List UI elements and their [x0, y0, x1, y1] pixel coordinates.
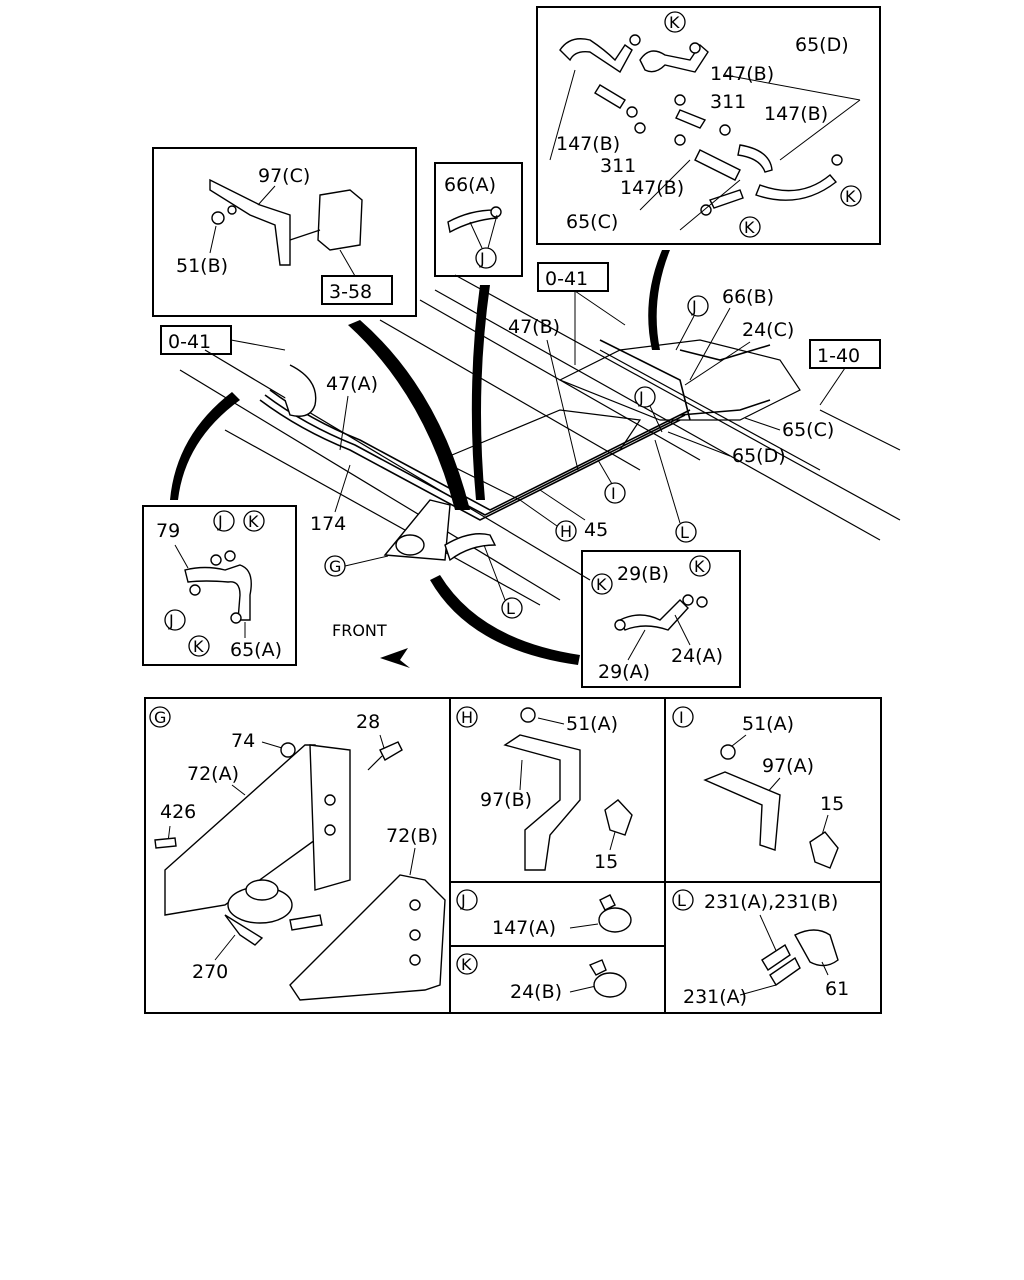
svg-text:147(A): 147(A) — [492, 917, 556, 939]
svg-text:97(A): 97(A) — [762, 755, 814, 777]
svg-text:51(A): 51(A) — [566, 713, 618, 735]
svg-text:J: J — [460, 891, 466, 910]
svg-text:K: K — [669, 13, 680, 32]
svg-text:I: I — [679, 708, 684, 727]
ref-box-3-58[interactable] — [321, 275, 393, 305]
svg-text:0-41: 0-41 — [545, 268, 588, 290]
svg-text:K: K — [193, 637, 204, 656]
svg-text:1-40: 1-40 — [817, 345, 860, 367]
svg-text:24(B): 24(B) — [510, 981, 562, 1003]
svg-text:H: H — [461, 708, 473, 727]
panel-i: I 51(A) 97(A) 15 — [672, 706, 844, 869]
svg-text:L: L — [680, 523, 689, 542]
svg-text:231(A): 231(A) — [683, 986, 747, 1008]
svg-text:15: 15 — [820, 793, 844, 815]
svg-text:K: K — [461, 955, 472, 974]
svg-text:97(B): 97(B) — [480, 789, 532, 811]
svg-text:270: 270 — [192, 961, 228, 983]
main-view-labels: 47(A) 47(B) 66(B) 24(C) 65(C) 65(D) 174 … — [310, 286, 834, 668]
svg-text:147(B): 147(B) — [556, 133, 620, 155]
svg-text:L: L — [506, 599, 515, 618]
fuel-lines — [259, 339, 771, 521]
panel-l: L 231(A),231(B) 61 231(A) — [672, 889, 849, 1008]
panel-h: H 51(A) 97(B) 15 — [456, 706, 633, 873]
inset-bracket-97c: 97(C) 51(B) 3-58 — [152, 147, 417, 317]
filter-bracket-main — [383, 499, 497, 562]
panel-g: G 74 28 72(A) 426 270 72(B) — [149, 706, 446, 1001]
svg-text:97(C): 97(C) — [258, 165, 310, 187]
svg-text:29(A): 29(A) — [598, 661, 650, 683]
svg-text:147(B): 147(B) — [764, 103, 828, 125]
svg-text:47(B): 47(B) — [508, 316, 560, 338]
svg-text:FRONT: FRONT — [332, 621, 387, 640]
detail-panels — [144, 697, 882, 1014]
inset-hose-65a: 79 J K J K 65(A) — [142, 505, 297, 666]
chassis-frame — [179, 274, 901, 606]
svg-text:J: J — [168, 611, 174, 630]
svg-text:51(B): 51(B) — [176, 255, 228, 277]
panel-j: J 147(A) — [456, 889, 632, 939]
svg-text:74: 74 — [231, 730, 255, 752]
svg-text:24(A): 24(A) — [671, 645, 723, 667]
svg-text:231(A),231(B): 231(A),231(B) — [704, 891, 838, 913]
svg-text:H: H — [560, 522, 572, 541]
svg-text:K: K — [845, 187, 856, 206]
svg-text:65(D): 65(D) — [732, 445, 786, 467]
svg-text:K: K — [694, 557, 705, 576]
svg-text:G: G — [329, 557, 341, 576]
svg-text:66(A): 66(A) — [444, 174, 496, 196]
svg-text:72(A): 72(A) — [187, 763, 239, 785]
svg-text:K: K — [744, 218, 755, 237]
svg-text:45: 45 — [584, 519, 608, 541]
svg-text:J: J — [217, 512, 223, 531]
svg-text:15: 15 — [594, 851, 618, 873]
svg-text:66(B): 66(B) — [722, 286, 774, 308]
svg-text:J: J — [479, 249, 485, 268]
svg-text:426: 426 — [160, 801, 196, 823]
svg-text:J: J — [638, 388, 644, 407]
svg-text:K: K — [248, 512, 259, 531]
svg-text:72(B): 72(B) — [386, 825, 438, 847]
svg-text:28: 28 — [356, 711, 380, 733]
svg-text:311: 311 — [710, 91, 746, 113]
svg-text:79: 79 — [156, 520, 180, 542]
svg-text:51(A): 51(A) — [742, 713, 794, 735]
ref-box-1-40[interactable]: 1-40 — [809, 339, 881, 406]
svg-text:65(D): 65(D) — [795, 34, 849, 56]
svg-text:61: 61 — [825, 978, 849, 1000]
leader-bands — [170, 250, 670, 665]
svg-text:47(A): 47(A) — [326, 373, 378, 395]
inset-hose-66a: 66(A) J — [434, 162, 523, 277]
svg-text:29(B): 29(B) — [617, 563, 669, 585]
svg-text:174: 174 — [310, 513, 346, 535]
svg-text:J: J — [691, 297, 697, 316]
ref-box-0-41-left[interactable]: 0-41 — [160, 325, 286, 355]
inset-hoses-top: K K K 65(D) 147(B) 311 147(B) 147(B) 311… — [536, 6, 881, 245]
svg-text:K: K — [596, 575, 607, 594]
svg-text:24(C): 24(C) — [742, 319, 794, 341]
svg-text:147(B): 147(B) — [710, 63, 774, 85]
svg-text:65(C): 65(C) — [782, 419, 834, 441]
svg-text:L: L — [677, 891, 686, 910]
svg-text:G: G — [154, 708, 166, 727]
ref-box-0-41-right[interactable]: 0-41 — [537, 262, 626, 365]
svg-text:311: 311 — [600, 155, 636, 177]
svg-text:147(B): 147(B) — [620, 177, 684, 199]
svg-text:65(C): 65(C) — [566, 211, 618, 233]
panel-k: K 24(B) — [456, 953, 627, 1003]
svg-text:I: I — [611, 484, 616, 503]
inset-hose-29: 29(B) K K 29(A) 24(A) — [581, 550, 741, 688]
svg-text:0-41: 0-41 — [168, 331, 211, 353]
svg-text:65(A): 65(A) — [230, 639, 282, 661]
svg-text:3-58: 3-58 — [329, 281, 372, 303]
